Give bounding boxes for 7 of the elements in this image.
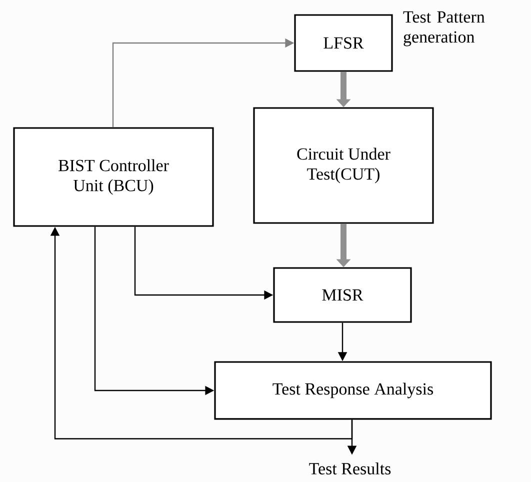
output-text: Test Results	[309, 462, 391, 474]
process-box: Circuit Under Test(CUT)	[253, 107, 434, 224]
process-box: MISR	[273, 267, 412, 323]
process-box: Test Response Analysis	[214, 361, 492, 420]
process-box: BIST Controller Unit (BCU)	[13, 127, 214, 227]
process-box: LFSR	[294, 14, 393, 72]
side-note: Test Pattern generation	[403, 11, 485, 46]
